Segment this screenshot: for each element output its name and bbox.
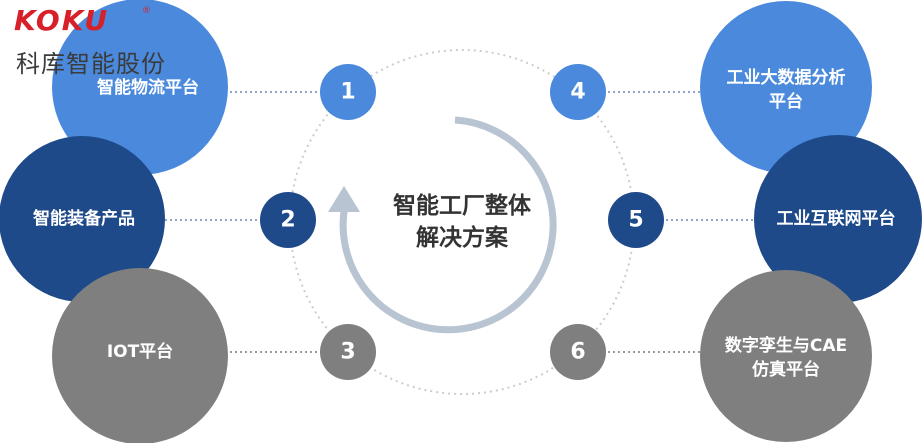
cycle-arrow-arc	[339, 116, 557, 334]
center-title-line-1: 智能工厂整体	[393, 193, 531, 219]
number-4: 4	[570, 79, 586, 105]
registered-mark: ®	[142, 6, 151, 16]
cycle-arrow-head	[328, 186, 360, 212]
center-title-line-2: 解决方案	[416, 225, 508, 251]
node-label-6: 数字孪生与CAE 仿真平台	[725, 334, 847, 382]
logo-wordmark: KOKU	[14, 4, 110, 37]
node-circle-5	[754, 135, 922, 303]
brand-logo-block: KOKU ® 科库智能股份	[14, 4, 184, 78]
node-label-5: 工业互联网平台	[777, 207, 896, 231]
node-label-4: 工业大数据分析 平台	[727, 66, 846, 114]
number-circle-5	[608, 192, 664, 248]
node-circle-1	[52, 0, 228, 175]
company-name: 科库智能股份	[16, 50, 166, 78]
number-5: 5	[628, 207, 644, 233]
number-circle-6	[550, 324, 606, 380]
node-circle-2	[0, 136, 165, 302]
number-circle-1	[320, 64, 376, 120]
number-2: 2	[280, 207, 296, 233]
number-6: 6	[570, 339, 586, 365]
node-label-4-line-2: 平台	[769, 92, 803, 112]
node-label-3: IOT平台	[107, 340, 173, 364]
node-label-1-line-1: 智能物流平台	[97, 78, 199, 98]
number-circle-3	[320, 324, 376, 380]
number-1: 1	[340, 79, 356, 105]
center-title: 智能工厂整体 解决方案	[393, 190, 531, 254]
number-circle-2	[260, 192, 316, 248]
node-label-6-line-1: 数字孪生与CAE	[724, 336, 848, 356]
node-label-3-line-1: IOT平台	[106, 342, 174, 362]
number-circle-4	[550, 64, 606, 120]
number-3: 3	[340, 339, 356, 365]
node-circle-6	[700, 270, 872, 442]
node-label-2: 智能装备产品	[33, 207, 135, 231]
node-label-6-line-2: 仿真平台	[752, 360, 820, 380]
node-label-4-line-1: 工业大数据分析	[726, 68, 846, 88]
node-circle-3	[52, 268, 228, 443]
node-label-5-line-1: 工业互联网平台	[776, 209, 896, 229]
node-circle-4	[700, 1, 872, 173]
node-label-2-line-1: 智能装备产品	[33, 209, 135, 229]
node-label-1: 智能物流平台	[97, 76, 199, 100]
